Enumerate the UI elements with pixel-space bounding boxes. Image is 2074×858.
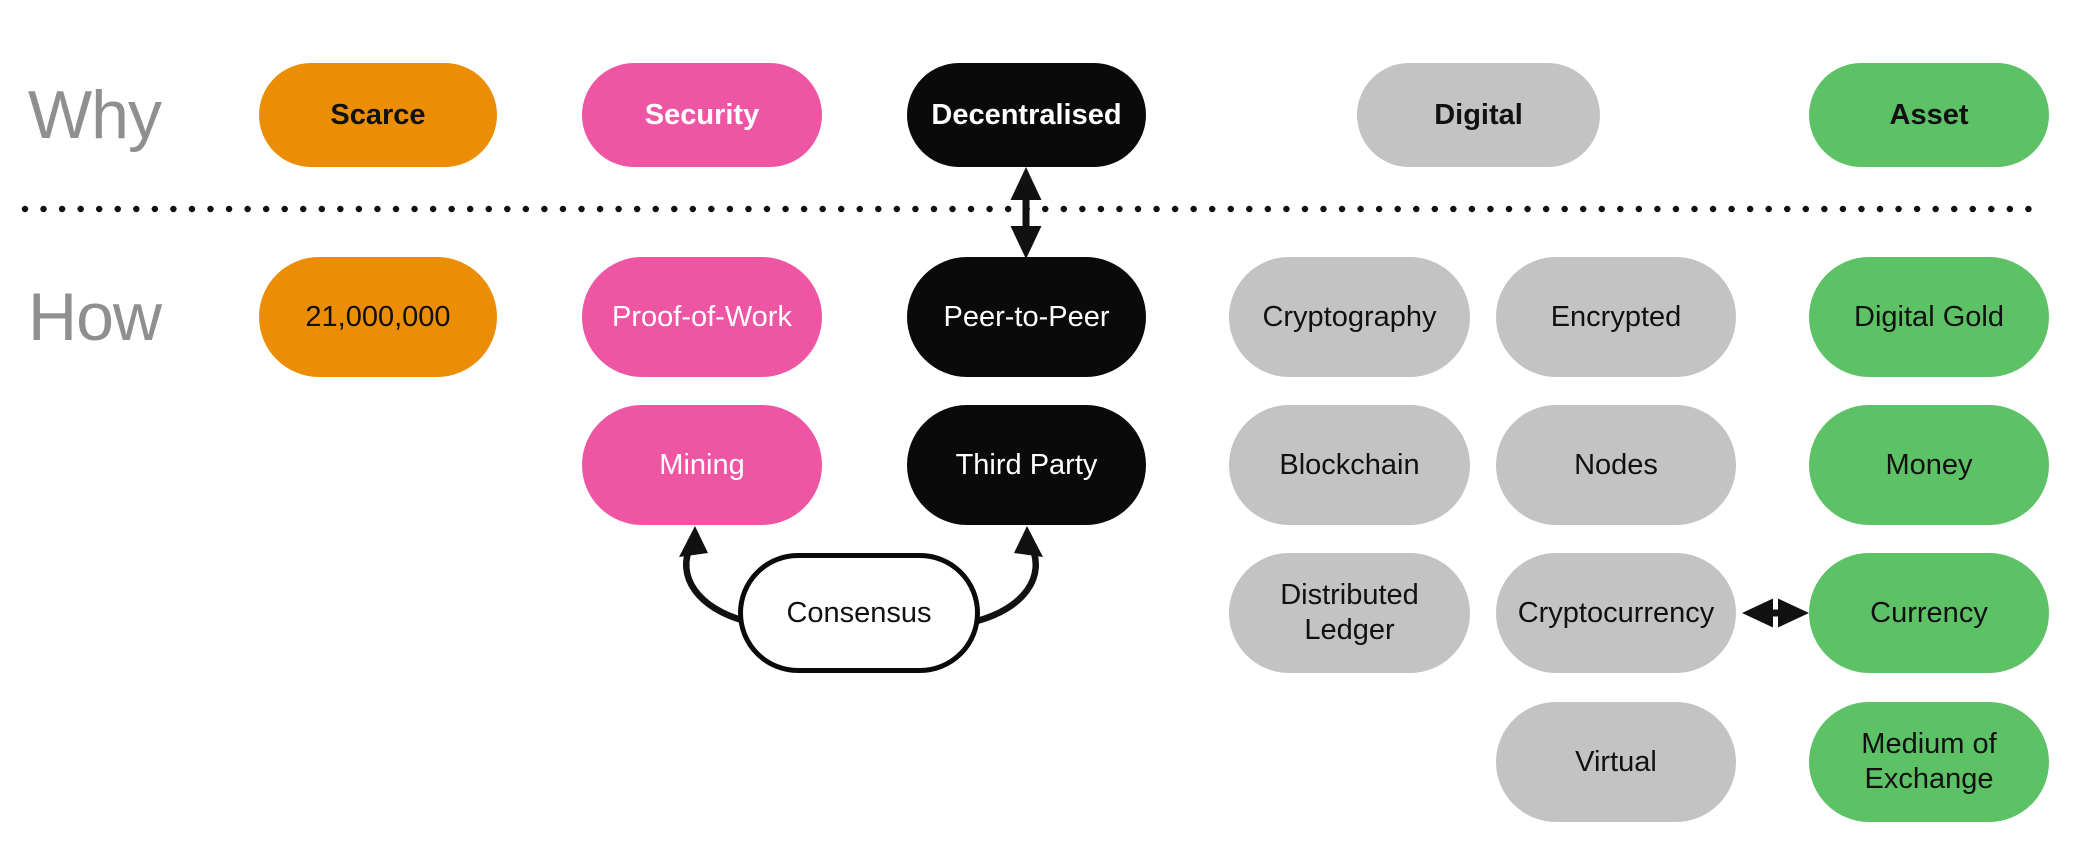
- pill-currency: Currency: [1809, 553, 2049, 673]
- pill-distributed-ledger: Distributed Ledger: [1229, 553, 1470, 673]
- pill-encrypted: Encrypted: [1496, 257, 1736, 377]
- pill-money: Money: [1809, 405, 2049, 525]
- pill-decentralised: Decentralised: [907, 63, 1146, 167]
- pill-digital-gold: Digital Gold: [1809, 257, 2049, 377]
- pill-peer-to-peer: Peer-to-Peer: [907, 257, 1146, 377]
- pill-medium-of-exchange: Medium of Exchange: [1809, 702, 2049, 822]
- pill-21000000: 21,000,000: [259, 257, 497, 377]
- pill-nodes: Nodes: [1496, 405, 1736, 525]
- pill-asset: Asset: [1809, 63, 2049, 167]
- pill-proof-of-work: Proof-of-Work: [582, 257, 822, 377]
- consensus-mining-arrow: [679, 526, 746, 625]
- why-label: Why: [28, 77, 162, 153]
- pill-consensus: Consensus: [738, 553, 980, 673]
- pill-virtual: Virtual: [1496, 702, 1736, 822]
- decentralised-peer-to-peer-arrow: [1010, 167, 1042, 259]
- how-label: How: [28, 279, 162, 355]
- pill-cryptography: Cryptography: [1229, 257, 1470, 377]
- pill-mining: Mining: [582, 405, 822, 525]
- pill-cryptocurrency: Cryptocurrency: [1496, 553, 1736, 673]
- pill-digital: Digital: [1357, 63, 1600, 167]
- pill-scarce: Scarce: [259, 63, 497, 167]
- pill-third-party: Third Party: [907, 405, 1146, 525]
- pill-blockchain: Blockchain: [1229, 405, 1470, 525]
- pill-security: Security: [582, 63, 822, 167]
- cryptocurrency-currency-arrow: [1742, 598, 1809, 628]
- consensus-third-party-arrow: [976, 526, 1043, 625]
